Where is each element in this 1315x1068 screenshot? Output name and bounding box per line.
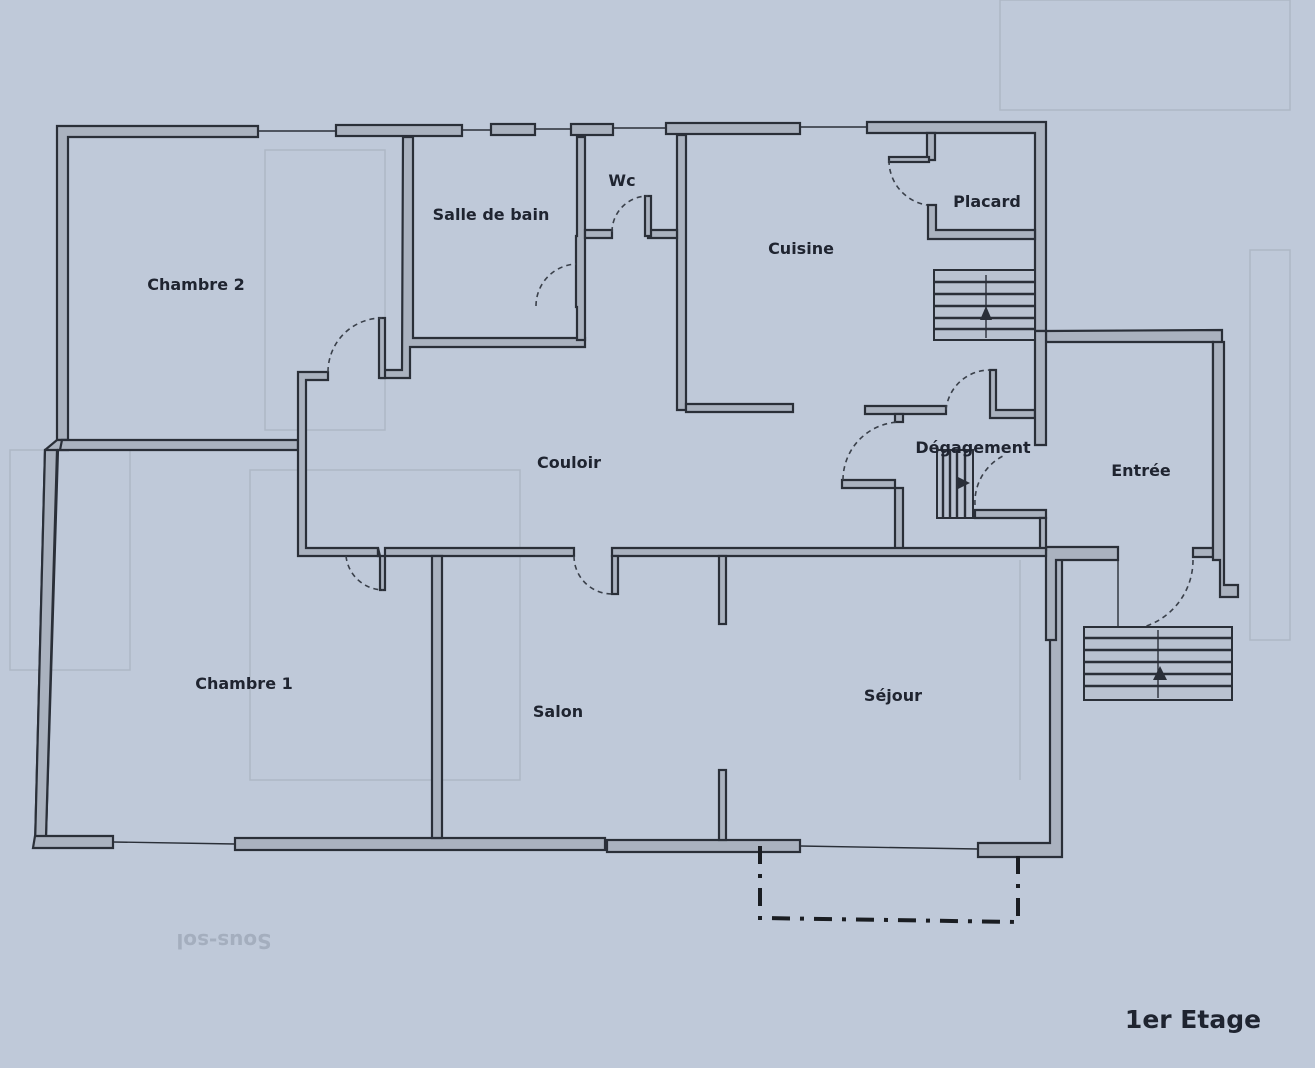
balcony-outline: [758, 846, 1020, 925]
outer-walls: [31, 120, 1240, 859]
label-cuisine: Cuisine: [768, 239, 834, 258]
label-sejour: Séjour: [864, 686, 922, 705]
label-degagement: Dégagement: [915, 438, 1031, 457]
room-labels: Chambre 2 Salle de bain Wc Cuisine Placa…: [147, 171, 1171, 721]
label-wc: Wc: [608, 171, 635, 190]
label-couloir: Couloir: [537, 453, 601, 472]
stairs-kitchen: [933, 269, 1036, 341]
show-through-text: Sous-sol: [176, 929, 271, 953]
arrow-up-icon: [1153, 666, 1167, 680]
label-placard: Placard: [953, 192, 1021, 211]
label-salon: Salon: [533, 702, 583, 721]
floor-title: 1er Etage: [1125, 1005, 1261, 1034]
arrow-right-icon: [958, 477, 970, 489]
interior-walls: [58, 131, 1048, 842]
door-swings: [327, 159, 1194, 631]
label-chambre-1: Chambre 1: [195, 674, 293, 693]
arrow-up-icon: [980, 306, 992, 320]
label-entree: Entrée: [1111, 461, 1171, 480]
label-salle-de-bain: Salle de bain: [433, 205, 550, 224]
stairs-degagement: [936, 449, 974, 519]
stairs-entrance: [1083, 626, 1233, 701]
label-chambre-2: Chambre 2: [147, 275, 245, 294]
